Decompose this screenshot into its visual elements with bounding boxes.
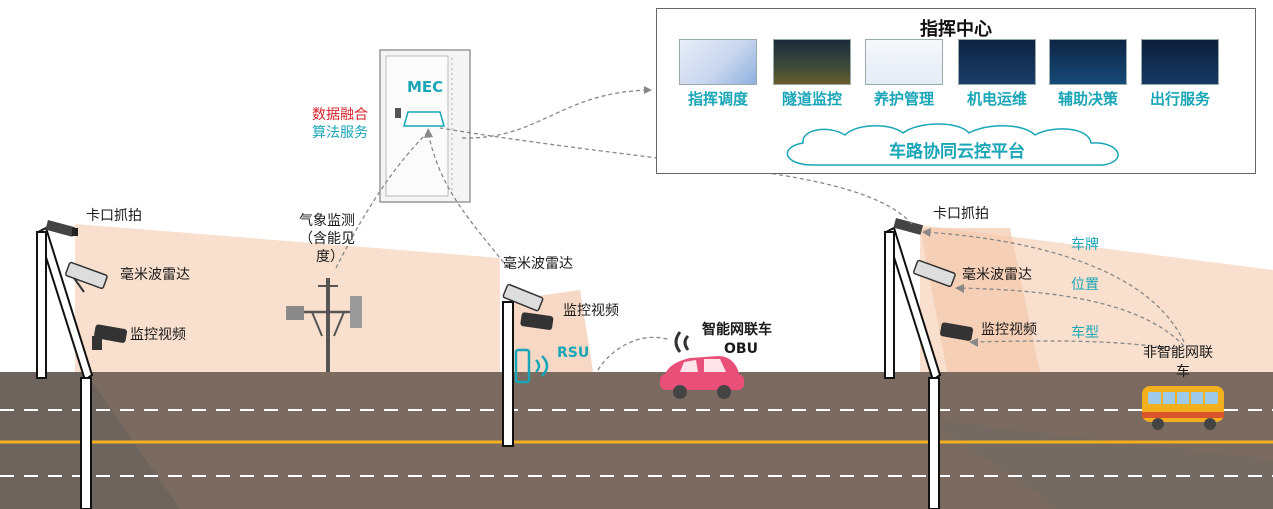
mec-function-fusion: 数据融合 xyxy=(312,107,368,123)
detect-plate-label: 车牌 xyxy=(1071,237,1099,253)
mec-function-algorithm: 算法服务 xyxy=(312,125,368,141)
command-center-panel: 指挥中心 指挥调度 隧道监控 养护管理 机电运维 辅助决策 出行服务 车路协同云… xyxy=(656,8,1256,174)
pole-right xyxy=(884,217,974,509)
module-thumb-maintenance[interactable] xyxy=(865,39,943,85)
link-bus-type xyxy=(971,340,1181,351)
radar-icon xyxy=(913,259,956,288)
checkpoint-camera-icon xyxy=(45,219,78,237)
arrowhead-platform xyxy=(644,86,652,94)
pole-middle xyxy=(502,283,554,447)
module-label: 机电运维 xyxy=(966,90,1027,108)
smart-car-icon xyxy=(660,331,744,399)
surveillance-camera-icon xyxy=(940,322,974,341)
left-video-label: 监控视频 xyxy=(130,327,186,343)
rsu-icon xyxy=(514,348,549,384)
middle-video-label: 监控视频 xyxy=(563,303,619,319)
link-middle-pole-to-mec xyxy=(427,131,509,269)
link-bus-position xyxy=(957,287,1185,347)
smart-car-label: 智能网联车 xyxy=(702,322,772,338)
module-label: 隧道监控 xyxy=(781,90,842,108)
module-label: 出行服务 xyxy=(1149,90,1210,108)
radar-icon xyxy=(502,283,544,312)
surveillance-camera-icon xyxy=(520,312,554,330)
link-mec-to-platform xyxy=(461,89,651,139)
radar-icon xyxy=(65,261,108,293)
arrowhead-plate xyxy=(922,228,931,237)
platform-label: 车路协同云控平台 xyxy=(889,142,1025,162)
weather-label-line3: 度） xyxy=(316,249,344,265)
mec-device-icon xyxy=(403,111,445,127)
module-thumb-electromechanical[interactable] xyxy=(958,39,1036,85)
mec-cabinet xyxy=(379,49,471,203)
normal-vehicle-label-line2: 车 xyxy=(1176,364,1190,380)
module-label: 辅助决策 xyxy=(1057,90,1118,108)
checkpoint-camera-icon xyxy=(893,217,924,235)
middle-radar-label: 毫米波雷达 xyxy=(503,256,573,272)
link-car-to-rsu xyxy=(597,336,671,371)
command-center-title: 指挥中心 xyxy=(920,19,992,40)
arrowhead-mec xyxy=(424,128,433,138)
cloud-shape xyxy=(786,123,1119,166)
module-thumb-decision[interactable] xyxy=(1049,39,1127,85)
left-radar-label: 毫米波雷达 xyxy=(120,267,190,283)
right-video-label: 监控视频 xyxy=(981,322,1037,338)
weather-label-line1: 气象监测 xyxy=(299,213,355,229)
pole-left xyxy=(36,219,128,509)
detect-position-label: 位置 xyxy=(1071,277,1099,293)
normal-vehicle-label-line1: 非智能网联 xyxy=(1143,345,1213,361)
module-label: 养护管理 xyxy=(873,90,934,108)
right-checkpoint-label: 卡口抓拍 xyxy=(933,206,989,222)
left-checkpoint-label: 卡口抓拍 xyxy=(86,208,142,224)
arrowhead-position xyxy=(955,284,964,293)
module-label: 指挥调度 xyxy=(687,90,748,108)
rsu-label: RSU xyxy=(557,345,590,361)
obu-label: OBU xyxy=(724,341,758,357)
module-thumb-travel[interactable] xyxy=(1141,39,1219,85)
weather-station-icon xyxy=(286,278,362,372)
bus-icon xyxy=(1142,386,1224,430)
surveillance-camera-icon xyxy=(92,324,128,350)
mec-label: MEC xyxy=(407,78,444,96)
detect-type-label: 车型 xyxy=(1071,325,1099,341)
right-radar-label: 毫米波雷达 xyxy=(962,267,1032,283)
link-bus-plate xyxy=(924,231,1185,343)
module-thumb-tunnel[interactable] xyxy=(773,39,851,85)
module-thumb-dispatch[interactable] xyxy=(679,39,757,85)
link-weather-to-mec xyxy=(335,131,429,269)
weather-label-line2: （含能见 xyxy=(299,231,355,247)
arrowhead-type xyxy=(969,338,978,347)
